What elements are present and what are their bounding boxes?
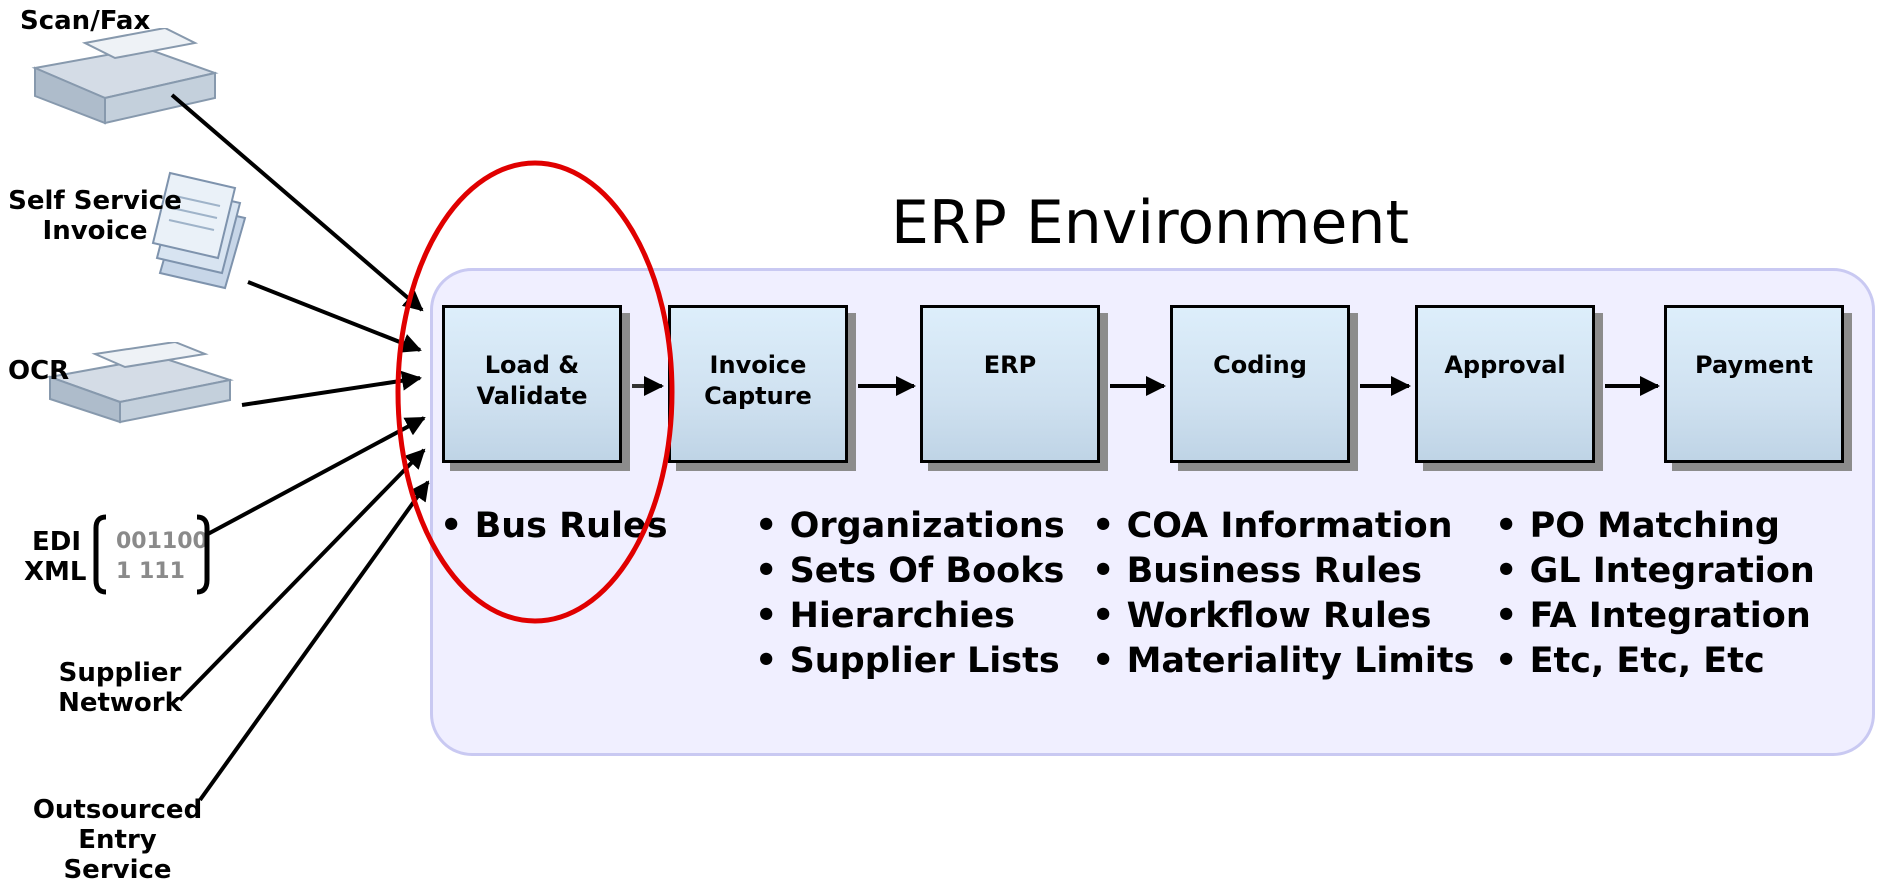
code-bracket-right	[196, 514, 210, 595]
source-label-supplier-network: Supplier Network	[58, 658, 182, 718]
edi-xml-code-sample: 001100 1 111	[116, 527, 208, 587]
arrow-supplier-network	[178, 448, 426, 702]
bullet-item: Organizations	[755, 504, 1065, 549]
bullets-erp-setup: Organizations Sets Of Books Hierarchies …	[755, 504, 1065, 684]
arrow-self-service	[247, 280, 422, 353]
bullet-item: Sets Of Books	[755, 549, 1065, 594]
diagram-title: ERP Environment	[891, 188, 1409, 258]
step-coding: Coding	[1170, 305, 1350, 463]
step-approval: Approval	[1415, 305, 1595, 463]
highlight-ellipse	[395, 160, 675, 624]
source-label-outsourced-entry-service: Outsourced Entry Service	[32, 795, 203, 885]
source-label-ocr: OCR	[8, 356, 70, 386]
bullet-item: Workflow Rules	[1092, 594, 1474, 639]
code-bracket-left	[93, 514, 107, 595]
source-label-xml: XML	[24, 557, 87, 587]
bullet-item: GL Integration	[1495, 549, 1815, 594]
code-line-1: 001100	[116, 529, 208, 554]
bullet-item: Supplier Lists	[755, 639, 1065, 684]
ocr-scanner-icon	[46, 342, 234, 424]
arrow-outsourced-entry	[198, 480, 430, 802]
bullets-load-validate: Bus Rules	[440, 504, 668, 549]
step-payment: Payment	[1664, 305, 1844, 463]
step-erp: ERP	[920, 305, 1100, 463]
source-label-scan-fax: Scan/Fax	[20, 6, 151, 36]
arrow-scan-fax	[170, 93, 424, 312]
bullet-item: COA Information	[1092, 504, 1474, 549]
step-load-validate: Load & Validate	[442, 305, 622, 463]
bullet-item: PO Matching	[1495, 504, 1815, 549]
bullets-approval-payment: PO Matching GL Integration FA Integratio…	[1495, 504, 1815, 684]
arrow-ocr	[241, 370, 422, 407]
bullet-item: Etc, Etc, Etc	[1495, 639, 1815, 684]
invoice-documents-icon	[151, 171, 247, 290]
step-invoice-capture: Invoice Capture	[668, 305, 848, 463]
bullet-item: Materiality Limits	[1092, 639, 1475, 684]
code-line-2: 1 111	[116, 559, 185, 584]
bullet-item: Business Rules	[1092, 549, 1474, 594]
scanner-fax-icon	[31, 28, 219, 125]
bullet-item: Bus Rules	[440, 504, 668, 549]
source-label-self-service-invoice: Self Service Invoice	[8, 186, 182, 246]
arrow-edi-xml	[205, 416, 426, 537]
source-label-edi: EDI	[32, 527, 82, 557]
bullets-coding: COA Information Business Rules Workflow …	[1092, 504, 1475, 684]
bullet-item: FA Integration	[1495, 594, 1815, 639]
bullet-item: Hierarchies	[755, 594, 1065, 639]
